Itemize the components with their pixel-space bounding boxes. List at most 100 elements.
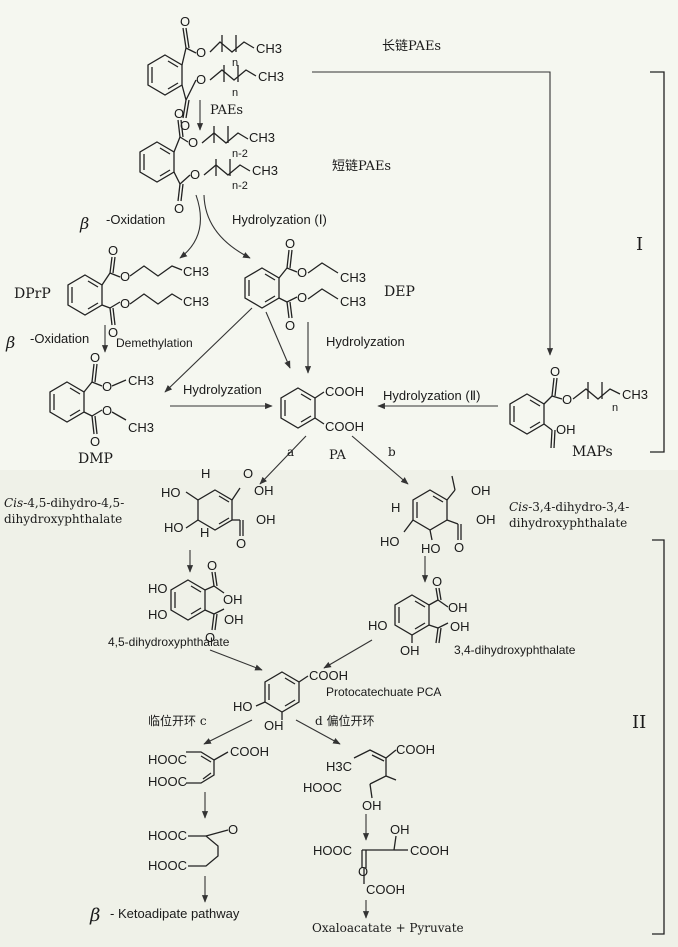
short-to-dprp-arrow (179, 194, 201, 259)
oxygen-atom-label: O (205, 630, 215, 645)
oxygen-atom-label: O (196, 45, 206, 60)
bottom-panel (0, 470, 678, 947)
oxygen-atom-label: O (174, 201, 184, 216)
hydrolyzation-label: Hydrolyzation (326, 334, 405, 349)
ortho-cleavage-label: 临位开环 c (148, 713, 207, 728)
hydroxyl-group-label: HO (421, 541, 441, 556)
hydroxyl-group-label: HO (380, 534, 400, 549)
methyl-group-label: CH3 (340, 294, 366, 309)
carboxyl-group-label: COOH (230, 744, 269, 759)
stage-2-label: II (632, 712, 646, 733)
pa-branch-a-arrow (259, 435, 307, 485)
dmp-label: DMP (78, 451, 113, 467)
hydroxyl-group-label: OH (390, 822, 410, 837)
short-to-dep-arrow (203, 194, 251, 259)
oxygen-atom-label: O (108, 243, 118, 258)
hydroxy-acid-structure: OH HOOC COOH O COOH (313, 822, 449, 897)
hydroxyl-group-label: OH (448, 600, 468, 615)
methyl-group-label: CH3 (249, 130, 275, 145)
hydroxyl-group-label: HO (148, 581, 168, 596)
dep-to-dmp-arrow (164, 307, 253, 393)
carboxyl-group-label: HOOC (313, 843, 352, 858)
branch-b-label: b (388, 445, 396, 459)
methyl-group-label: H3C (326, 759, 352, 774)
oxygen-atom-label: O (285, 236, 295, 251)
carboxyl-group-label: COOH (309, 668, 348, 683)
hydroxyl-group-label: HO (148, 607, 168, 622)
cis-34-name-line2: dihydroxyphthalate (509, 516, 627, 530)
oxygen-atom-label: O (196, 72, 206, 87)
oxygen-atom-label: O (174, 106, 184, 121)
hydroxyl-group-label: OH (223, 592, 243, 607)
hydroxyl-group-label: OH (471, 483, 491, 498)
oxygen-atom-label: O (454, 540, 464, 555)
repeat-index-label: n-2 (232, 148, 248, 160)
hydrolyzation-1-label: Hydrolyzation (Ⅰ) (232, 212, 327, 227)
methyl-group-label: CH3 (128, 420, 154, 435)
short-chain-pae-structure: O O CH3 n-2 O CH3 n-2 O (139, 106, 278, 216)
dhp45-label: 4,5-dihydroxyphthalate (108, 635, 230, 649)
hydrogen-atom-label: H (391, 500, 400, 515)
dep-structure: O O CH3 O CH3 O (244, 236, 366, 333)
beta-oxidation-label: -Oxidation (30, 331, 89, 346)
pa-structure: COOH COOH (280, 384, 364, 434)
oxygen-atom-label: OH (400, 643, 420, 658)
carboxyl-group-label: HOOC (148, 828, 187, 843)
oxygen-atom-label: O (188, 135, 198, 150)
oxygen-atom-label: O (180, 118, 190, 133)
cis-34-name-rest: -3,4-dihydro-3,4- (528, 500, 629, 514)
cis-34-dihydrodiol-structure: OH OH H HO HO O (380, 475, 496, 556)
repeat-index-label: n-2 (232, 180, 248, 192)
stage-1-label: I (636, 234, 643, 255)
hydrolyzation-label: Hydrolyzation (183, 382, 262, 397)
beta-symbol: β (89, 905, 100, 926)
cis-prefix: Cis (509, 500, 528, 514)
demethylation-label: Demethylation (116, 336, 193, 350)
oxygen-atom-label: O (102, 403, 112, 418)
oxygen-atom-label: O (108, 325, 118, 340)
oxygen-atom-label: O (90, 434, 100, 449)
oxygen-atom-label: O (562, 392, 572, 407)
maps-structure: O O CH3 n OH (509, 364, 648, 449)
pa-branch-b-arrow (351, 435, 409, 485)
dmp-structure: O O CH3 O CH3 O (49, 350, 154, 449)
carboxyl-group-label: HOOC (148, 858, 187, 873)
ketoadipate-pathway-label: - Ketoadipate pathway (110, 906, 240, 921)
dhp34-structure: O OH OH HO OH (368, 574, 470, 658)
oxygen-atom-label: O (243, 466, 253, 481)
oxygen-atom-label: O (207, 558, 217, 573)
oxygen-atom-label: O (285, 318, 295, 333)
carboxyl-group-label: HOOC (148, 774, 187, 789)
cis-45-name-line2: dihydroxyphthalate (4, 512, 122, 526)
long-chain-pae-structure: O O CH3 n O CH3 n O (147, 14, 284, 133)
long-chain-to-maps-arrow (312, 71, 554, 356)
pca-structure: COOH HO OH (233, 668, 348, 733)
pca-label: Protocatechuate PCA (326, 685, 441, 699)
oxaloacetate-pyruvate-label: Oxaloacatate + Pyruvate (312, 921, 464, 935)
carboxyl-group-label: COOH (396, 742, 435, 757)
hydroxyl-group-label: OH (362, 798, 382, 813)
carboxyl-group-label: HOOC (148, 752, 187, 767)
methyl-group-label: CH3 (256, 41, 282, 56)
stage-1-bracket (650, 71, 665, 453)
hydrolyzation-2-label: Hydrolyzation (Ⅱ) (383, 388, 480, 403)
hydroxyl-group-label: HO (161, 485, 181, 500)
beta-symbol: β (79, 214, 89, 233)
pa-label: PA (329, 448, 347, 463)
oxygen-atom-label: O (297, 290, 307, 305)
dep-to-pa-side-arrow (265, 311, 291, 369)
oxygen-atom-label: O (358, 864, 368, 879)
dprp-structure: O O CH3 O CH3 O (67, 243, 209, 340)
dhp45-to-pca-arrow (209, 649, 263, 671)
methyl-group-label: CH3 (340, 270, 366, 285)
methyl-group-label: CH3 (252, 163, 278, 178)
hydroxyl-group-label: OH (254, 483, 274, 498)
oxygen-atom-label: O (228, 822, 238, 837)
methyl-group-label: CH3 (622, 387, 648, 402)
dhp45-structure: O OH OH O HO HO (148, 558, 244, 645)
ortho-product-structure: COOH HOOC HOOC (148, 744, 269, 789)
oxygen-atom-label: O (297, 265, 307, 280)
carboxyl-group-label: HOOC (303, 780, 342, 795)
dhp34-to-pca-arrow (323, 639, 373, 669)
